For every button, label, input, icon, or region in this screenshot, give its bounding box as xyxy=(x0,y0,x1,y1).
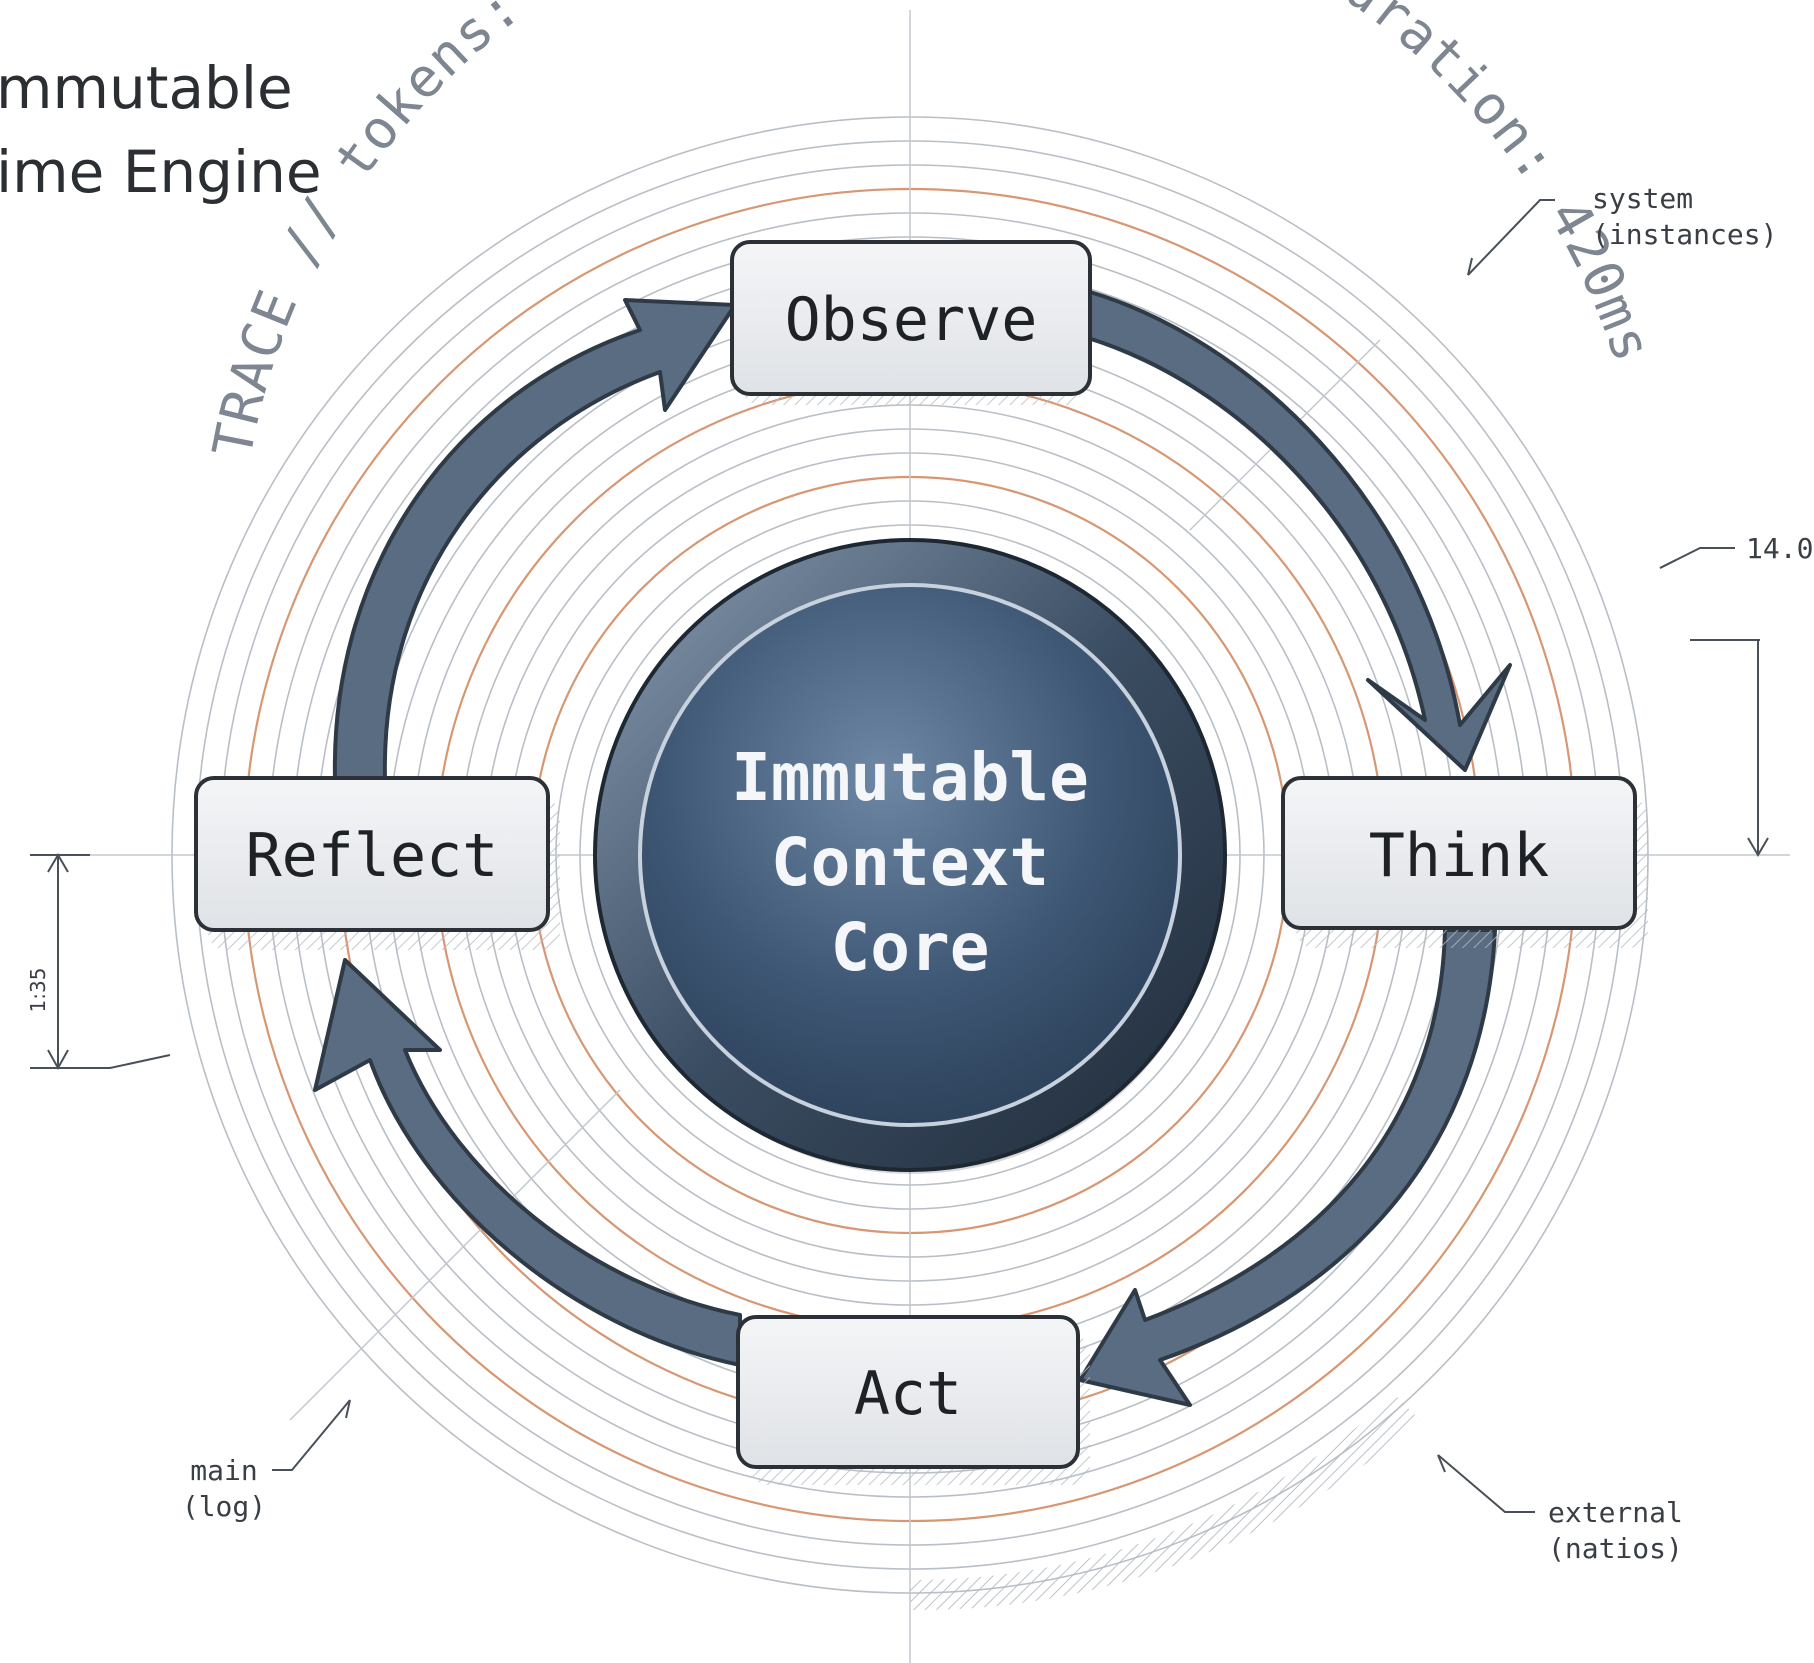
annotation-main-line-1: main xyxy=(190,1454,257,1487)
page-title-line-1: mmutable xyxy=(0,54,293,122)
annotation-system: system (instances) xyxy=(1467,182,1777,276)
annotation-external-line-2: (natios) xyxy=(1548,1532,1683,1565)
node-think[interactable]: Think xyxy=(1281,776,1648,948)
page-title-line-2: ime Engine xyxy=(0,138,322,206)
node-observe-label: Observe xyxy=(785,285,1038,355)
annotation-external: external (natios) xyxy=(1437,1454,1683,1565)
annotation-system-line-1: system xyxy=(1592,182,1693,215)
arrow-act-to-reflect xyxy=(313,958,742,1367)
core: Immutable Context Core xyxy=(593,538,1227,1174)
node-reflect[interactable]: Reflect xyxy=(194,776,560,950)
annotation-main: main (log) xyxy=(182,1399,351,1523)
node-observe[interactable]: Observe xyxy=(730,240,1092,405)
hatched-region xyxy=(910,1395,1420,1611)
core-label-line-2: Context xyxy=(771,824,1049,901)
arrow-observe-to-think xyxy=(1086,290,1512,772)
node-act-label: Act xyxy=(854,1359,962,1429)
annotation-left-dimension-label: 1:35 xyxy=(26,968,50,1013)
annotation-system-line-2: (instances) xyxy=(1592,218,1777,251)
annotation-right-dimension xyxy=(1659,547,1769,857)
annotation-right-dimension-label: 14.0 xyxy=(1746,532,1813,565)
annotation-left-dimension xyxy=(30,853,171,1071)
node-think-label: Think xyxy=(1369,821,1550,891)
core-label-line-1: Immutable xyxy=(731,739,1089,816)
core-label-line-3: Core xyxy=(831,909,990,986)
node-act[interactable]: Act xyxy=(736,1315,1090,1485)
annotation-main-line-2: (log) xyxy=(182,1490,266,1523)
annotation-external-line-1: external xyxy=(1548,1496,1683,1529)
node-reflect-label: Reflect xyxy=(246,821,499,891)
